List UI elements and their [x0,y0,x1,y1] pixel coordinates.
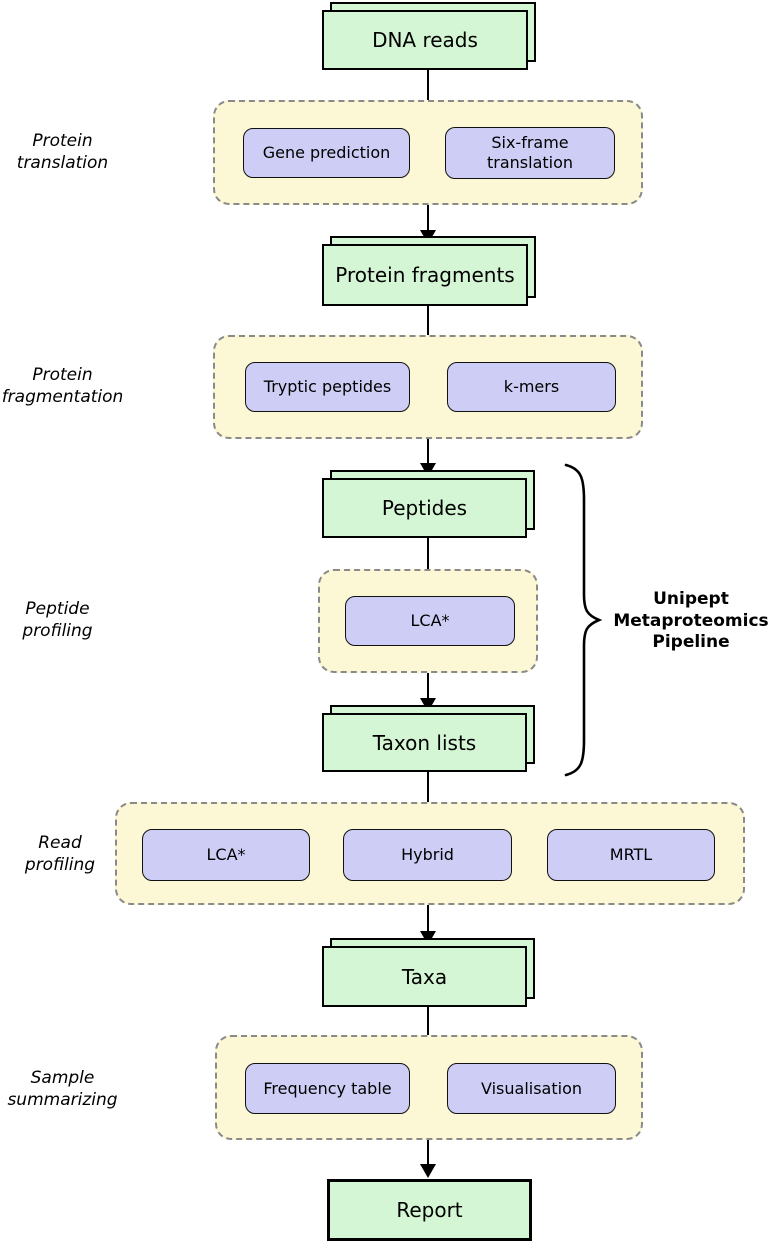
node-taxon-lists: Taxon lists [322,705,535,772]
tool-frequency-table: Frequency table [245,1063,410,1114]
node-label: Peptides [381,496,468,520]
tool-lca-peptide: LCA* [345,596,515,646]
stage-label-protein-fragmentation: Protein fragmentation [1,365,124,408]
connector-line [427,772,430,804]
tool-mrtl: MRTL [547,829,715,881]
node-label: Report [396,1198,463,1222]
connector-line [427,905,430,933]
stage-label-read-profiling: Read profiling [24,833,96,876]
node-label: Protein fragments [335,263,515,287]
curly-brace-icon [564,463,603,777]
connector-line [427,439,430,465]
node-dna-reads: DNA reads [322,2,536,70]
stage-label-protein-translation: Protein translation [16,131,109,174]
tool-hybrid: Hybrid [343,829,512,881]
node-taxa: Taxa [322,938,535,1007]
connector-line [427,538,430,571]
stage-label-peptide-profiling: Peptide profiling [22,599,93,642]
connector-line [427,205,430,232]
arrow-down-icon [420,1164,436,1178]
tool-visualisation: Visualisation [447,1063,616,1114]
connector-line [427,70,430,102]
tool-gene-prediction: Gene prediction [243,128,410,178]
stage-label-sample-summarizing: Sample summarizing [7,1068,118,1111]
tool-k-mers: k-mers [447,362,616,412]
connector-line [427,306,430,337]
connector-line [427,673,430,699]
node-protein-fragments: Protein fragments [322,236,536,306]
node-label: Taxon lists [372,730,477,755]
connector-line [427,1140,430,1165]
connector-line [427,1007,430,1037]
tool-tryptic-peptides: Tryptic peptides [245,362,410,412]
node-label: DNA reads [372,28,478,52]
tool-six-frame-translation: Six-frame translation [445,127,615,179]
pipeline-brace-label: Unipept Metaproteomics Pipeline [613,589,769,652]
node-peptides: Peptides [322,470,535,538]
node-label: Taxa [401,964,448,989]
tool-lca-read: LCA* [142,829,310,881]
node-report: Report [327,1179,532,1241]
